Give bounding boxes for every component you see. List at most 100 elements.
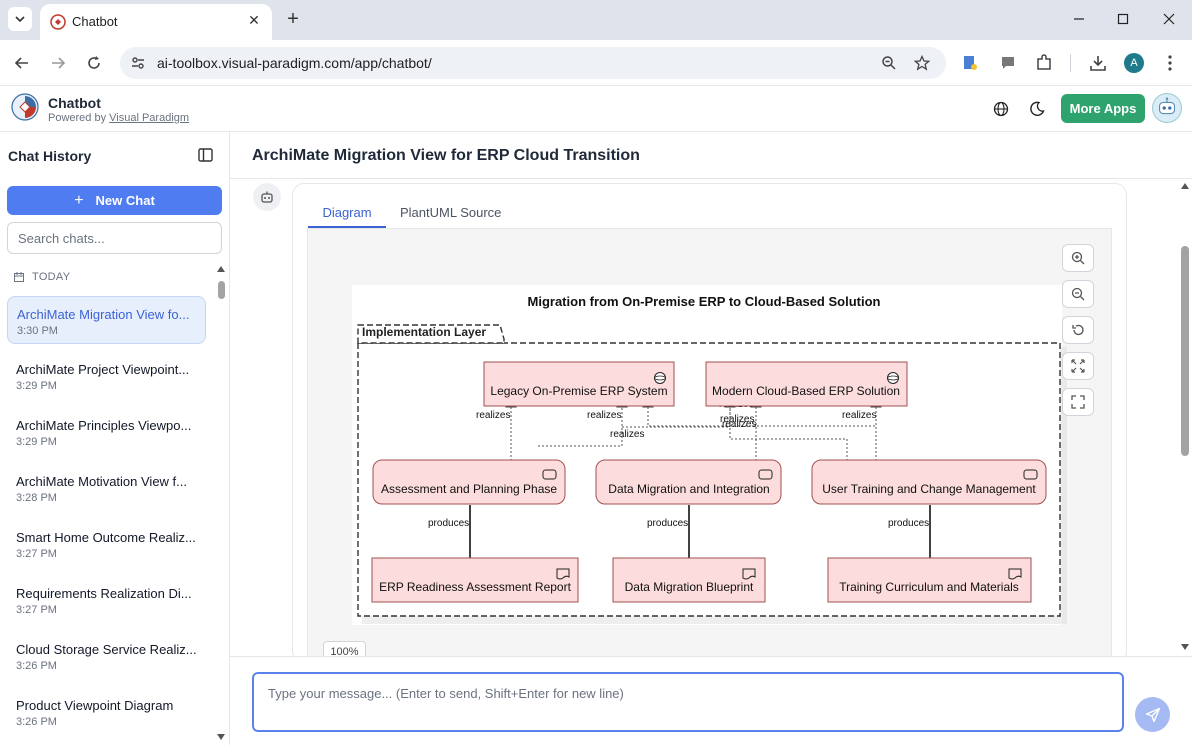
system-software-icon <box>654 372 666 384</box>
node-label: User Training and Change Management <box>822 482 1036 496</box>
address-bar[interactable]: ai-toolbox.visual-paradigm.com/app/chatb… <box>120 47 946 79</box>
node-data-migration[interactable]: Data Migration and Integration <box>595 459 782 505</box>
back-icon[interactable] <box>9 50 35 76</box>
chat-item-title: ArchiMate Motivation View f... <box>16 474 187 489</box>
chatbot-robot-icon[interactable] <box>1152 93 1182 123</box>
toolbar-separator <box>1070 54 1071 72</box>
minimize-icon[interactable] <box>1068 8 1090 30</box>
app-title: Chatbot <box>48 95 101 111</box>
search-chats-input[interactable] <box>7 222 222 254</box>
zoom-out-button[interactable] <box>1062 280 1094 308</box>
chat-item-title: Product Viewpoint Diagram <box>16 698 174 713</box>
realizes-label: realizes <box>587 410 621 421</box>
main-scroll-thumb[interactable] <box>1181 246 1189 456</box>
chat-item[interactable]: ArchiMate Project Viewpoint...3:29 PM <box>7 352 206 400</box>
scroll-down-arrow-icon[interactable] <box>217 734 225 740</box>
node-legacy-erp[interactable]: Legacy On-Premise ERP System <box>483 361 675 407</box>
chat-item-time: 3:27 PM <box>16 604 57 616</box>
chat-item[interactable]: Product Viewpoint Diagram 3:26 PM <box>7 688 206 736</box>
chat-item-time: 3:28 PM <box>16 492 57 504</box>
browser-tabstrip: Chatbot ✕ + <box>0 0 1192 40</box>
deliverable-icon <box>742 568 756 580</box>
node-readiness-report[interactable]: ERP Readiness Assessment Report <box>371 557 579 603</box>
close-tab-icon[interactable]: ✕ <box>248 11 260 28</box>
deliverable-icon <box>556 568 570 580</box>
sidebar-toggle-icon[interactable] <box>197 146 215 164</box>
chat-item-title: Requirements Realization Di... <box>16 586 192 601</box>
node-label: Assessment and Planning Phase <box>381 482 557 496</box>
downloads-icon[interactable] <box>1086 51 1110 75</box>
chat-item[interactable]: Cloud Storage Service Realiz...3:26 PM <box>7 632 206 680</box>
dark-mode-moon-icon[interactable] <box>1027 99 1047 119</box>
robot-icon <box>261 191 273 203</box>
scroll-up-arrow-icon[interactable] <box>217 266 225 272</box>
browser-menu-icon[interactable] <box>1158 51 1182 75</box>
maximize-icon[interactable] <box>1112 8 1134 30</box>
send-button[interactable] <box>1135 697 1170 732</box>
chat-item-time: 3:27 PM <box>16 548 57 560</box>
extension-comment-icon[interactable] <box>996 51 1020 75</box>
forward-icon[interactable] <box>45 50 71 76</box>
message-input[interactable] <box>252 672 1124 732</box>
visual-paradigm-favicon-icon <box>50 14 66 30</box>
realizes-label: realizes <box>720 414 754 425</box>
new-chat-label: New Chat <box>95 193 155 208</box>
chat-history-sidebar: Chat History +New Chat TODAY ArchiMate M… <box>0 132 230 745</box>
zoom-in-icon <box>1071 251 1085 265</box>
browser-tab[interactable]: Chatbot ✕ <box>40 4 272 40</box>
new-chat-button[interactable]: +New Chat <box>7 186 222 215</box>
node-label: Data Migration and Integration <box>608 482 769 496</box>
chat-item-time: 3:26 PM <box>16 716 57 728</box>
reset-zoom-button[interactable] <box>1062 316 1094 344</box>
chat-item[interactable]: Smart Home Outcome Realiz...3:27 PM <box>7 520 206 568</box>
node-label: Legacy On-Premise ERP System <box>490 384 667 398</box>
zoom-in-button[interactable] <box>1062 244 1094 272</box>
main-scrollbar[interactable] <box>1178 180 1192 655</box>
work-package-icon <box>1023 469 1038 480</box>
node-migration-blueprint[interactable]: Data Migration Blueprint <box>612 557 766 603</box>
bookmark-star-icon[interactable] <box>911 52 933 74</box>
chat-item[interactable]: Requirements Realization Di... 3:27 PM <box>7 576 206 624</box>
tab-diagram[interactable]: Diagram <box>308 194 386 228</box>
site-settings-icon[interactable] <box>130 55 146 71</box>
close-window-icon[interactable] <box>1158 8 1180 30</box>
chat-item[interactable]: ArchiMate Motivation View f... 3:28 PM <box>7 464 206 512</box>
zoom-icon[interactable] <box>878 52 900 74</box>
chevron-down-icon <box>15 16 25 23</box>
node-label: Modern Cloud-Based ERP Solution <box>712 384 900 398</box>
extensions-puzzle-icon[interactable] <box>1032 51 1056 75</box>
tab-title: Chatbot <box>72 14 118 29</box>
scroll-up-arrow-icon[interactable] <box>1181 183 1189 189</box>
powered-by: Powered by Visual Paradigm <box>48 112 189 124</box>
fullscreen-button[interactable] <box>1062 388 1094 416</box>
node-label: ERP Readiness Assessment Report <box>379 580 572 594</box>
language-globe-icon[interactable] <box>991 99 1011 119</box>
scroll-down-arrow-icon[interactable] <box>1181 644 1189 650</box>
sidebar-scrollbar[interactable] <box>215 266 227 741</box>
reload-icon[interactable] <box>81 50 107 76</box>
chat-item-time: 3:29 PM <box>16 436 57 448</box>
new-tab-button[interactable]: + <box>287 7 299 30</box>
node-user-training[interactable]: User Training and Change Management <box>811 459 1047 505</box>
diagram-card: Diagram PlantUML Source Migration from O… <box>292 183 1127 663</box>
diagram-viewport[interactable]: Migration from On-Premise ERP to Cloud-B… <box>307 228 1113 663</box>
chat-item-title: ArchiMate Migration View fo... <box>17 307 190 322</box>
sidebar-scroll-thumb[interactable] <box>218 281 225 299</box>
visual-paradigm-link[interactable]: Visual Paradigm <box>109 112 190 124</box>
realizes-label: realizes <box>610 429 644 440</box>
node-assessment-phase[interactable]: Assessment and Planning Phase <box>372 459 566 505</box>
tab-search-button[interactable] <box>8 7 32 31</box>
extension-file-icon[interactable] <box>958 51 982 75</box>
node-training-curriculum[interactable]: Training Curriculum and Materials <box>827 557 1032 603</box>
chat-item-title: ArchiMate Project Viewpoint... <box>16 362 190 377</box>
node-label: Data Migration Blueprint <box>625 580 754 594</box>
chat-item-active[interactable]: ArchiMate Migration View fo...3:30 PM <box>7 296 206 344</box>
profile-avatar[interactable]: A <box>1124 53 1144 73</box>
work-package-icon <box>758 469 773 480</box>
chat-item[interactable]: ArchiMate Principles Viewpo...3:29 PM <box>7 408 206 456</box>
node-modern-cloud-erp[interactable]: Modern Cloud-Based ERP Solution <box>705 361 908 407</box>
tab-plantuml-source[interactable]: PlantUML Source <box>400 205 502 220</box>
more-apps-button[interactable]: More Apps <box>1061 94 1145 123</box>
archimate-diagram[interactable]: Migration from On-Premise ERP to Cloud-B… <box>308 229 1113 663</box>
fit-view-button[interactable] <box>1062 352 1094 380</box>
